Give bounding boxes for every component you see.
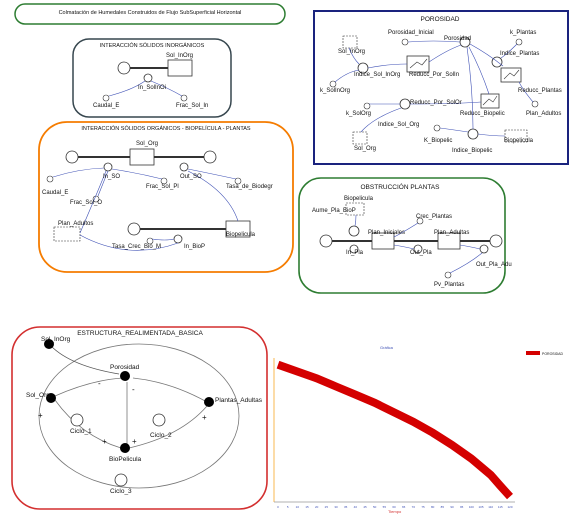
stock-sol-org: Sol_Org [136,141,159,147]
x-tick-label: 50 [373,505,377,509]
x-tick-label: 115 [498,505,503,509]
organic-title: INTERACCIÓN SÓLIDOS ORGÁNICOS - BIOPELÍC… [81,126,251,132]
flow-in-pla: In_Pla [346,250,364,256]
var-indice-sol-inorg: Indice_Sol_InOrg [354,72,401,78]
stock-biopelicula: Biopelicula [226,232,256,238]
x-tick-label: 110 [488,505,493,509]
var-indice-biopelic: Indice_Biopelic [452,148,493,154]
x-tick-label: 105 [478,505,483,509]
var-k-biopelic: K_Biopelic [424,138,453,144]
var-frac-sol-in: Frac_Sol_In [176,103,209,109]
sign-minus-2: - [132,385,135,394]
inorganic-title: INTERACCIÓN SÓLIDOS INORGÁNICOS [99,43,205,49]
x-tick-label: 90 [450,505,454,509]
x-tick-label: 95 [460,505,464,509]
x-tick-label: 10 [296,505,300,509]
var-reducc-plantas: Reducc_Plantas [518,88,562,94]
loop-ciclo-2: Ciclo_2 [150,432,172,439]
var-pv-plantas: Pv_Plantas [434,282,465,288]
model-title: Colmatación de Humedales Construidos de … [58,10,242,16]
estructura-title: ESTRUCTURA_REALIMENTADA_BASICA [77,330,203,337]
var-indice-plantas: Indice_Plantas [500,51,540,57]
node-plantas-adultas: Plantas_Adultas [215,397,262,404]
var-k-solinorg: k_SolInOrg [320,88,351,94]
x-tick-label: 60 [392,505,396,509]
x-tick-label: 120 [507,505,512,509]
porosidad-panel [313,10,569,165]
inorganic-panel [72,38,232,118]
flow-out-so: Out_SO [180,174,202,180]
loop-ciclo-3: Ciclo_3 [110,488,132,495]
x-tick-label: 40 [354,505,358,509]
node-biopelicula: BioPelicula [109,456,142,463]
var-aume-pla-biop: Aume_Pla_BioP [312,208,356,214]
x-tick-label: 65 [402,505,406,509]
flow-out-pla-adu: Out_Pla_Adu [476,262,512,268]
var-porosidad: Porosidad [444,36,472,42]
porosidad-chart: Gráfica POROSIDAD 0 5 10 15 20 25 30 35 40 45 50 55… [273,345,563,514]
var-sol-inorg: Sol_InOrg [338,49,366,55]
x-tick-label: 25 [325,505,329,509]
organic-panel [38,121,294,273]
var-reducc-por-solin: Reducc_Por_SolIn [409,72,460,78]
loop-ciclo-1: Ciclo_1 [70,428,92,435]
obstruccion-panel [298,177,506,294]
var-biopelicula-o: Biopelicula [344,196,374,202]
x-axis-label: Tiempo [388,509,402,514]
var-tasa-biodegr: Tasa_de_Biodegr [226,184,273,190]
flow-in-biop: In_BioP [184,244,206,250]
x-tick-label: 55 [383,505,387,509]
flow-out-pla: Out_Pla [410,250,432,256]
var-caudal-e-2: Caudal_E [42,190,69,196]
var-reducc-por-solor: Reducc_Por_SolOr [410,100,462,106]
var-porosidad-inicial: Porosidad_Inicial [388,30,434,36]
node-sol-inorg: Sol_InOrg [41,336,71,343]
estructura-panel [11,326,268,510]
x-tick-label: 80 [431,505,435,509]
stock-sol-inorg: Sol_InOrg [166,53,194,59]
x-tick-label: 20 [315,505,319,509]
legend-swatch [526,351,540,355]
var-k-plantas: k_Plantas [510,30,537,36]
x-tick-label: 75 [421,505,425,509]
var-frac-sol-pl: Frac_Sol_Pl [146,184,179,190]
x-tick-label: 30 [334,505,338,509]
x-tick-label: 70 [412,505,416,509]
legend-label: POROSIDAD [542,352,563,356]
x-tick-label: 85 [441,505,445,509]
porosidad-title: POROSIDAD [420,16,460,23]
series-porosidad [276,360,513,500]
var-crec-plantas: Crec_Plantas [416,214,453,220]
var-k-solorg: k_SolOrg [346,111,372,117]
stock-plan-adultas: Plan_Adultas [434,230,470,236]
x-tick-label: 0 [277,505,279,509]
sign-plus-1: + [102,437,107,446]
var-caudal-e: Caudal_E [93,103,120,109]
title-frame [14,3,286,25]
x-tick-label: 35 [344,505,348,509]
x-tick-label: 100 [469,505,474,509]
var-frac-sol-o: Frac_Sol_O [70,200,103,206]
sign-plus-4: + [202,413,207,422]
node-porosidad: Porosidad [110,364,140,371]
sign-minus-1: - [98,379,101,388]
flow-in-so: In_SO [103,174,121,180]
var-indice-sol-org: Indice_Sol_Org [378,122,420,128]
flow-in-solinoi: In_SolInOi [138,85,167,91]
var-plan-adultas-p: Plan_Adultos [526,111,562,117]
sign-plus-3: + [38,411,43,420]
var-sol-org-p: Sol_Org [354,146,377,152]
var-reducc-biopelic: Reducc_Biopelic [460,111,505,117]
obstruccion-title: OBSTRUCCIÓN PLANTAS [360,184,440,191]
x-tick-label: 15 [305,505,309,509]
chart-title: Gráfica [380,345,394,350]
x-tick-label: 5 [287,505,289,509]
x-tick-label: 45 [363,505,367,509]
sign-plus-2: + [132,437,137,446]
stock-plan-iniciales: Plan_Iniciales [368,230,406,236]
var-biopelicula-p: Biopelicula [504,138,534,144]
node-sol-org: Sol_Org [26,392,50,399]
var-plan-adultos: Plan_Adultos [58,221,94,227]
var-tasa-crec-bio: Tasa_Crec_Bio_M [112,244,162,250]
